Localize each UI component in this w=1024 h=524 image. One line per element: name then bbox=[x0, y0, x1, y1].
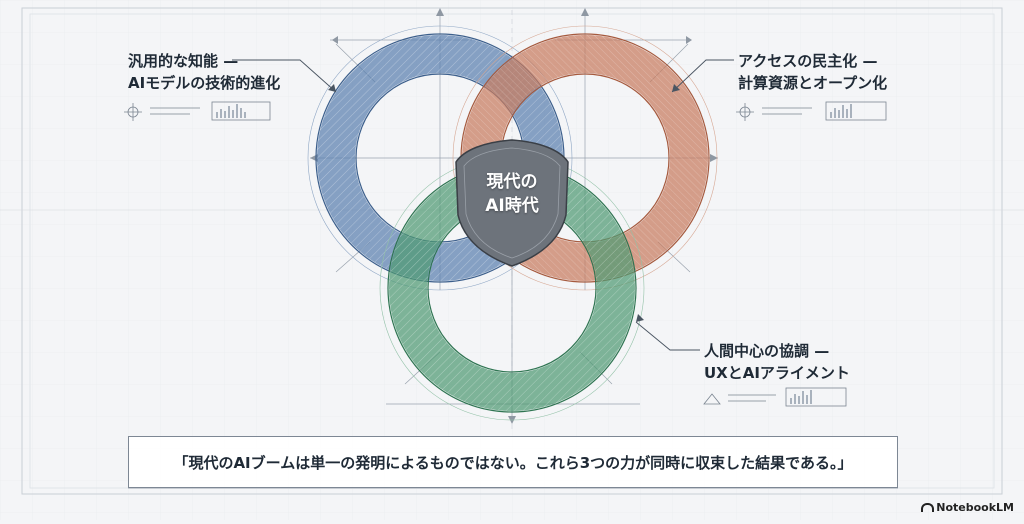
label-title: 汎用的な知能 — bbox=[128, 52, 239, 70]
center-label-line-2: AI時代 bbox=[485, 196, 539, 216]
sparkline-bars bbox=[216, 104, 852, 404]
outer-frame bbox=[21, 7, 1003, 495]
center-label-line-1: 現代の bbox=[486, 172, 538, 192]
leader-arrows bbox=[328, 84, 680, 322]
leader-lines bbox=[232, 59, 734, 351]
center-shield-inner bbox=[463, 147, 561, 259]
label-subtitle: AIモデルの技術的進化 bbox=[128, 74, 281, 92]
center-label: 現代の AI時代 bbox=[472, 170, 552, 218]
brand-name: NotebookLM bbox=[936, 501, 1014, 514]
notebooklm-logo-icon bbox=[921, 503, 935, 512]
label-access-democratization: アクセスの民主化 — 計算資源とオープン化 bbox=[738, 50, 887, 94]
label-human-centered-collaboration: 人間中心の協調 — UXとAIアライメント bbox=[704, 340, 850, 384]
center-shield bbox=[455, 139, 569, 267]
label-subtitle: UXとAIアライメント bbox=[704, 364, 850, 382]
label-subtitle: 計算資源とオープン化 bbox=[738, 74, 888, 92]
label-title: アクセスの民主化 — bbox=[738, 52, 878, 70]
brand-watermark: NotebookLM bbox=[921, 501, 1014, 514]
label-technical-evolution: 汎用的な知能 — AIモデルの技術的進化 bbox=[128, 50, 280, 94]
decorative-glyphs bbox=[124, 101, 887, 407]
quote-box: 「現代のAIブームは単一の発明によるものではない。これら3つの力が同時に収束した… bbox=[128, 436, 898, 488]
label-title: 人間中心の協調 — bbox=[704, 342, 830, 360]
quote-text: 「現代のAIブームは単一の発明によるものではない。これら3つの力が同時に収束した… bbox=[173, 453, 853, 472]
